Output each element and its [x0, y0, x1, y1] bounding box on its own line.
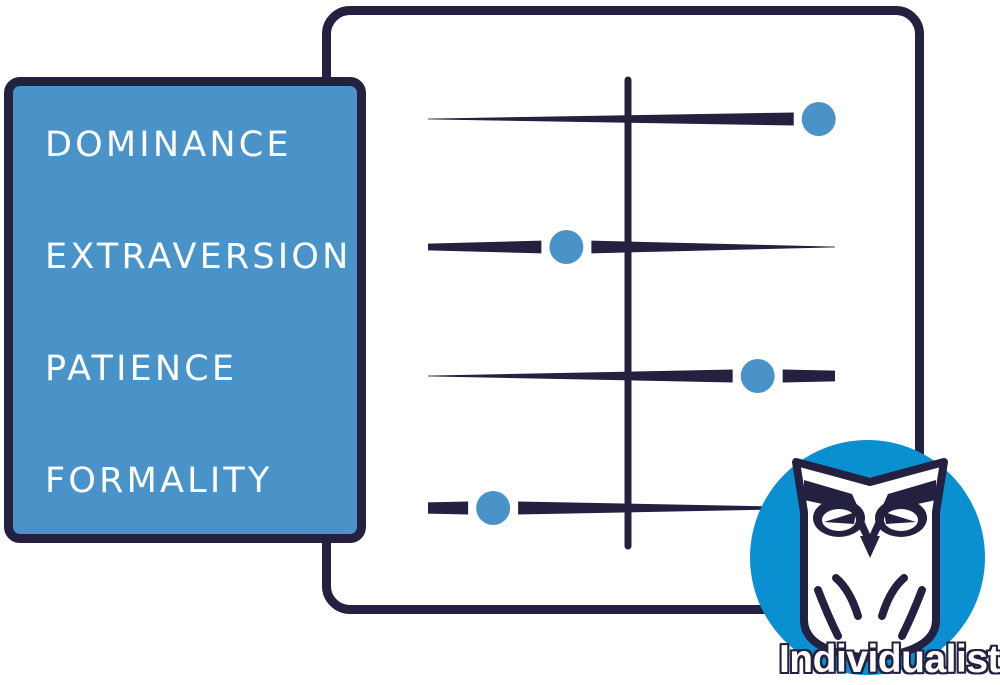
- brand-wordmark: Individualist: [778, 638, 1000, 681]
- trait-label-dominance: DOMINANCE: [45, 125, 292, 165]
- trait-label-formality: FORMALITY: [45, 461, 273, 501]
- trait-label-extraversion: EXTRAVERSION: [45, 237, 352, 277]
- owl-icon: [792, 458, 948, 662]
- trait-label-patience: PATIENCE: [45, 349, 238, 389]
- trait-labels-panel: DOMINANCE EXTRAVERSION PATIENCE FORMALIT…: [4, 77, 366, 543]
- brand-badge: Individualist: [740, 440, 1000, 685]
